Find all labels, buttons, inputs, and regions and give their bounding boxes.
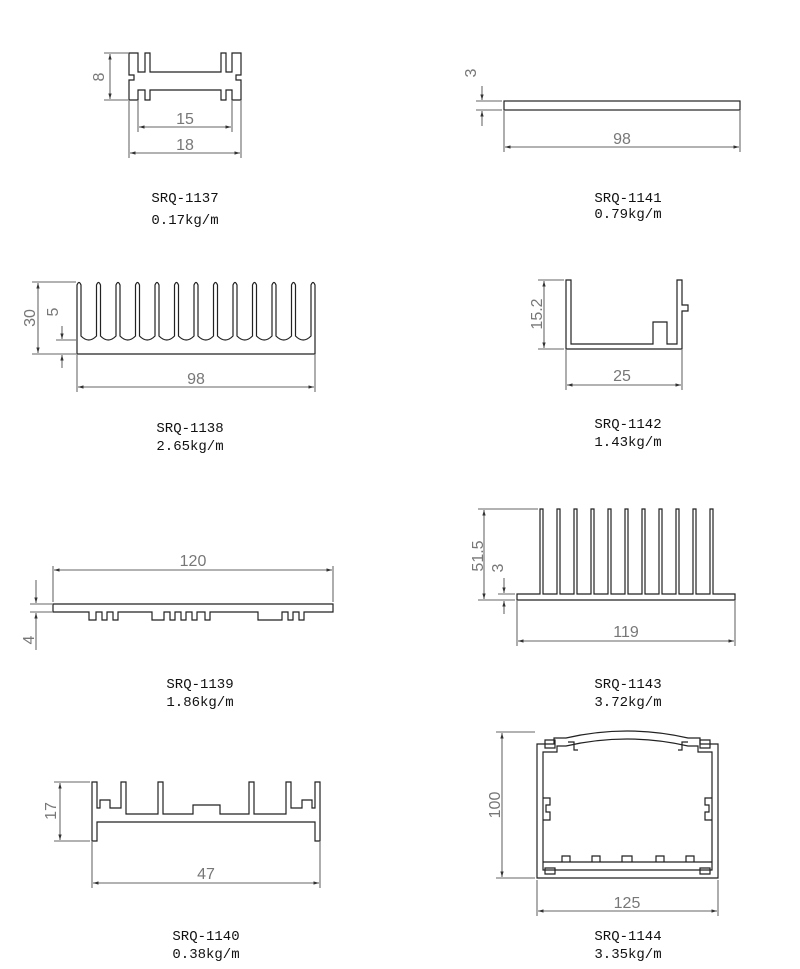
dim-height: 30: [22, 309, 39, 327]
weight-label: 0.17kg/m: [151, 213, 218, 229]
profile-srq-1139: 120 4 SRQ-1139 1.86kg/m: [21, 553, 334, 711]
dim-height: 100: [487, 792, 504, 819]
profile-srq-1144: 100 125 SRQ-1144 3.35kg/m: [487, 730, 719, 963]
dim-base: 3: [490, 563, 507, 572]
weight-label: 3.72kg/m: [594, 695, 661, 711]
dim-width: 25: [613, 368, 631, 385]
profile-srq-1142: 15.2 25 SRQ-1142 1.43kg/m: [529, 279, 689, 451]
profile-srq-1141: 3 98 SRQ-1141 0.79kg/m: [463, 68, 741, 223]
dim-thickness: 3: [463, 68, 480, 77]
dim-width: 98: [613, 131, 631, 148]
profile-outline-srq-1138: [76, 281, 316, 355]
dim-width: 120: [180, 553, 207, 570]
dim-width: 125: [614, 895, 641, 912]
profile-srq-1140: 17 47 SRQ-1140 0.38kg/m: [43, 781, 321, 963]
weight-label: 1.86kg/m: [166, 695, 233, 711]
model-label: SRQ-1143: [594, 677, 661, 693]
dim-base: 5: [45, 307, 62, 316]
profile-outline-srq-1142: [565, 279, 689, 350]
profile-srq-1137: 8 15 18 SRQ-1137 0.17kg/m: [91, 52, 242, 229]
dim-height: 8: [91, 72, 108, 81]
dim-height: 15.2: [529, 298, 546, 329]
profile-outline-srq-1143: [516, 508, 736, 601]
weight-label: 2.65kg/m: [156, 439, 223, 455]
profile-outline-srq-1140: [91, 781, 321, 842]
profile-outline-srq-1144: [536, 730, 719, 879]
profile-srq-1138: 30 5 98 SRQ-1138 2.65kg/m: [22, 281, 316, 455]
dim-width: 18: [176, 137, 194, 154]
weight-label: 0.79kg/m: [594, 207, 661, 223]
dim-width: 47: [197, 866, 215, 883]
model-label: SRQ-1141: [594, 191, 661, 207]
dim-width: 98: [187, 371, 205, 388]
weight-label: 0.38kg/m: [172, 947, 239, 963]
model-label: SRQ-1140: [172, 929, 239, 945]
model-label: SRQ-1139: [166, 677, 233, 693]
dim-height: 17: [43, 802, 60, 820]
profile-outline-srq-1141: [503, 100, 741, 111]
model-label: SRQ-1137: [151, 191, 218, 207]
profile-outline-srq-1137: [128, 52, 242, 101]
dim-inner-width: 15: [176, 111, 194, 128]
weight-label: 3.35kg/m: [594, 947, 661, 963]
dim-height: 51.5: [470, 540, 487, 571]
profile-srq-1143: 51.5 3 119 SRQ-1143 3.72kg/m: [470, 508, 736, 711]
model-label: SRQ-1138: [156, 421, 223, 437]
dim-width: 119: [613, 624, 639, 641]
profile-outline-srq-1139: [52, 603, 334, 621]
model-label: SRQ-1142: [594, 417, 661, 433]
model-label: SRQ-1144: [594, 929, 661, 945]
weight-label: 1.43kg/m: [594, 435, 661, 451]
dim-thickness: 4: [21, 635, 38, 644]
